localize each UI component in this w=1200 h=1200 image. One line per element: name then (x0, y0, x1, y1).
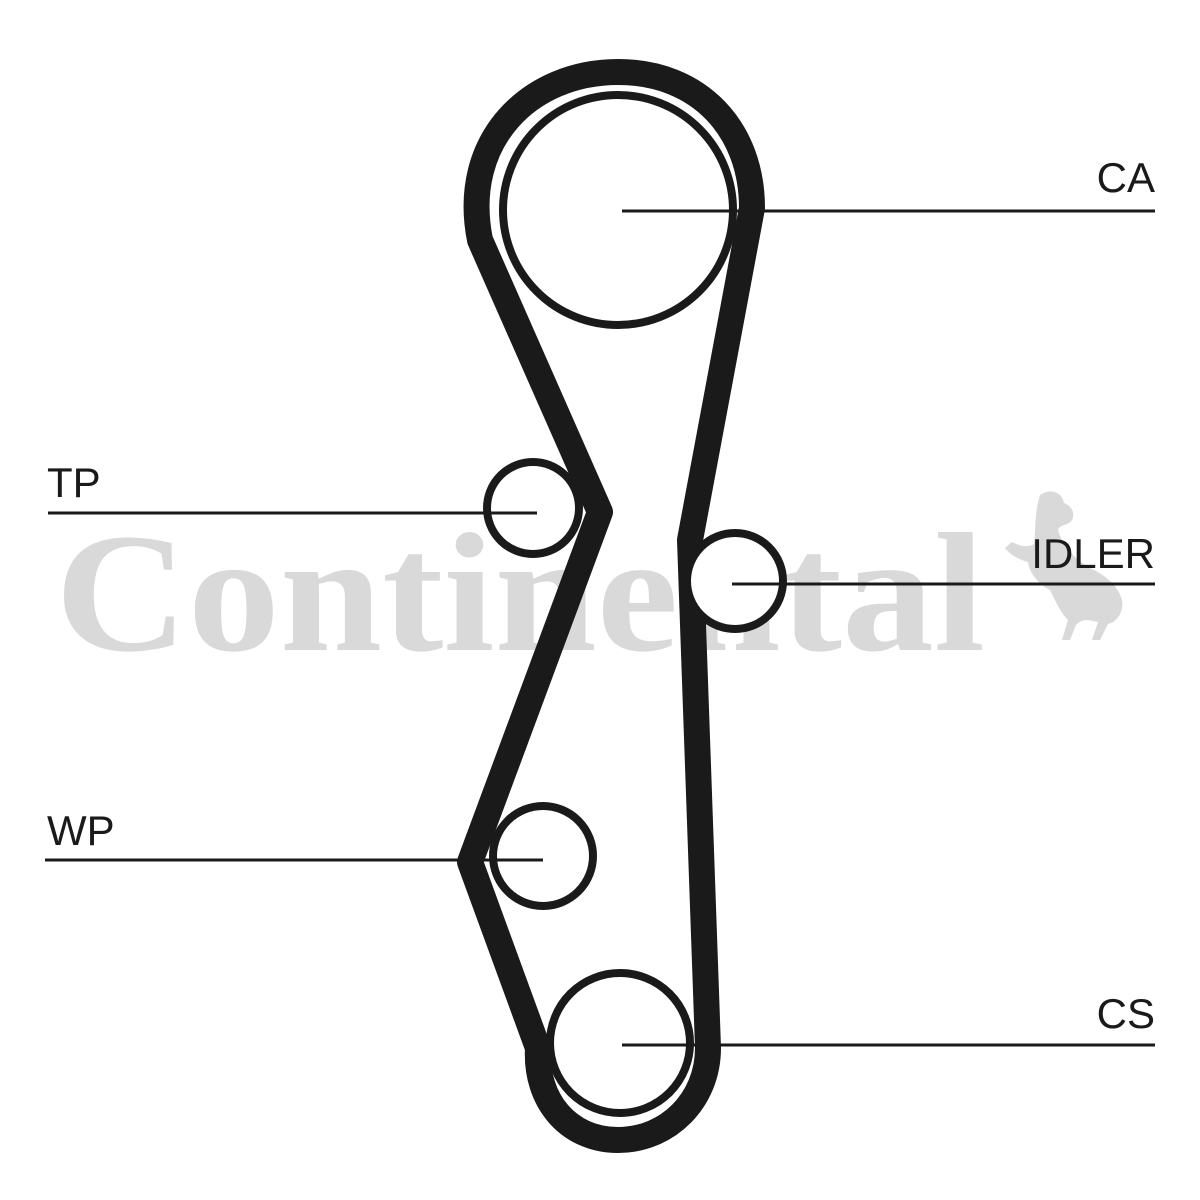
label-wp: WP (47, 807, 115, 854)
crankshaft-pulley (546, 969, 694, 1117)
belt-path (457, 59, 765, 1153)
tensioner-pulley (483, 458, 583, 558)
idler-pulley (683, 529, 787, 633)
horse-logo-icon (1005, 491, 1123, 640)
leader-lines (45, 209, 1155, 1047)
timing-belt (457, 59, 765, 1153)
component-labels: CA TP IDLER WP CS (47, 154, 1155, 1037)
pulleys (483, 91, 787, 1117)
label-tp: TP (47, 459, 101, 506)
label-cs: CS (1097, 990, 1155, 1037)
label-ca: CA (1097, 154, 1155, 201)
water-pump-pulley (489, 802, 597, 910)
label-idler: IDLER (1031, 530, 1155, 577)
